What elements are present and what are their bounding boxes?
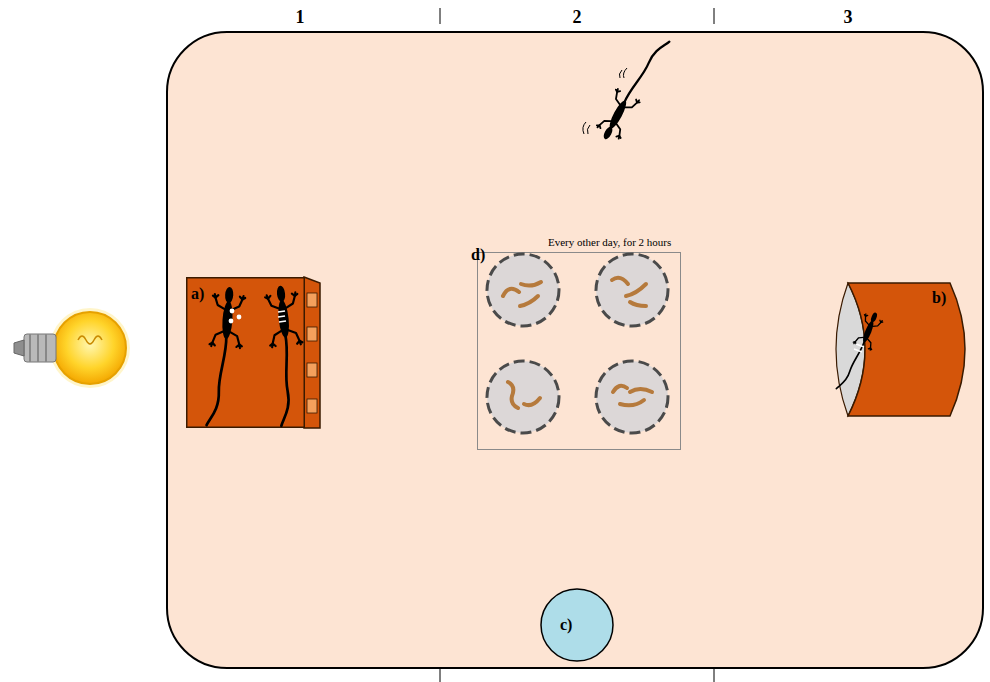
shelter-box: a)	[186, 277, 320, 428]
part-letter: a)	[191, 285, 204, 303]
lizard-marking	[856, 344, 864, 347]
zone-number: 1	[296, 8, 305, 28]
bulb-filament	[78, 336, 102, 344]
part-letter: d)	[471, 246, 485, 264]
mealworm	[524, 398, 540, 405]
curved-shelter: b)	[838, 283, 968, 416]
shelter-box-outline	[186, 277, 320, 428]
lizard-on-shelter-a	[264, 284, 311, 426]
part-letter: c)	[560, 616, 572, 634]
bulb-glass	[54, 312, 126, 384]
bulb-base	[24, 334, 56, 362]
mealworm	[626, 284, 646, 296]
lizard-marking	[237, 315, 242, 320]
petri-dish	[596, 254, 668, 326]
zone-tick	[440, 668, 441, 682]
thread-line	[37, 334, 39, 362]
lizard-on-shelter-a	[204, 286, 246, 427]
part-letter: b)	[932, 289, 946, 307]
mealworm	[630, 389, 652, 392]
motion-line	[619, 70, 622, 78]
mealworm	[520, 296, 538, 306]
shelter-slat	[307, 293, 317, 307]
mealworm	[508, 382, 518, 408]
schedule-note: Every other day, for 2 hours	[548, 236, 671, 248]
lizard-marking	[230, 309, 235, 314]
water-dish: c)	[540, 588, 614, 662]
shelter-slat	[307, 327, 317, 341]
petri-dish	[487, 361, 559, 433]
lizard	[593, 30, 671, 145]
mealworm	[630, 302, 646, 306]
bulb-tip	[14, 340, 24, 356]
lizard	[204, 286, 246, 427]
petri-dish	[487, 254, 559, 326]
petri-dish	[596, 361, 668, 433]
shelter-side	[304, 277, 320, 428]
bulb-halo	[50, 308, 130, 388]
mealworm	[503, 289, 519, 296]
roaming-lizard	[583, 30, 672, 145]
enclosure	[167, 32, 983, 668]
zone-number: 3	[844, 8, 853, 28]
mealworm	[613, 386, 627, 392]
lizard-marking	[279, 321, 286, 322]
thread-line	[45, 334, 47, 362]
shelter-slat	[307, 399, 317, 413]
shelter-top	[187, 278, 305, 428]
zone-ticks	[440, 8, 714, 682]
bulb-thread	[30, 334, 46, 362]
lizard-in-shelter-b	[835, 309, 885, 395]
lizard	[264, 284, 311, 426]
feeding-dishes	[487, 254, 668, 433]
lizard	[835, 309, 885, 395]
motion-line	[583, 122, 586, 134]
lizard-marking	[278, 316, 285, 317]
lizard-marking	[854, 349, 862, 352]
mealworm	[612, 278, 628, 284]
light-bulb	[14, 308, 130, 388]
mealworm	[521, 282, 541, 286]
mealworm	[620, 400, 644, 405]
halfpipe-shell	[848, 283, 965, 416]
zone-tick	[714, 668, 715, 682]
frame-border	[478, 253, 681, 450]
zone-tick	[714, 8, 715, 24]
feeding-area-outline	[477, 252, 681, 450]
motion-line	[587, 125, 590, 134]
curved-shelter-outline	[838, 283, 968, 416]
zone-tick	[440, 8, 441, 24]
water-dish-outline	[540, 588, 614, 662]
thread-line	[29, 334, 31, 362]
feeding-area: d)Every other day, for 2 hours	[477, 252, 681, 450]
lizard-marking	[229, 319, 234, 324]
shelter-slat	[307, 363, 317, 377]
water-bowl	[541, 589, 613, 661]
lizard-marking	[278, 311, 285, 312]
zone-number: 2	[573, 8, 582, 28]
motion-line	[623, 68, 627, 78]
